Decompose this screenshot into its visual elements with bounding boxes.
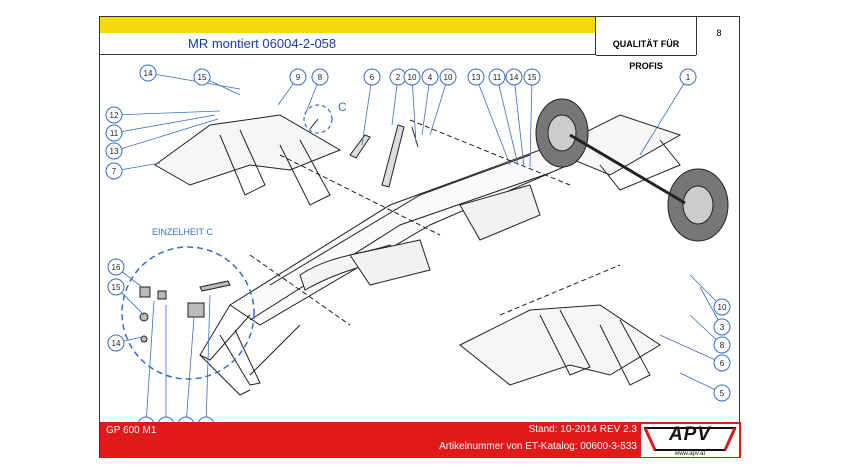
callout-leader xyxy=(475,76,511,166)
callout-bubble xyxy=(289,68,307,86)
detail-c-parts xyxy=(139,280,231,343)
callout-bubble xyxy=(105,162,123,180)
callout-leader xyxy=(429,76,449,136)
callout-number: 2 xyxy=(396,73,401,82)
callout-bubble xyxy=(363,68,381,86)
callout-number: 8 xyxy=(318,73,323,82)
callout-leader xyxy=(361,76,373,146)
callout-bubble xyxy=(105,142,123,160)
header-yellow-band xyxy=(100,17,595,33)
callout-number: 14 xyxy=(510,73,519,82)
callout-number: 8 xyxy=(720,341,725,350)
callout-leader xyxy=(113,110,221,116)
callout-bubble xyxy=(193,68,211,86)
callout-bubble xyxy=(403,68,421,86)
header-blank-cell xyxy=(596,17,696,33)
callout-number: 13 xyxy=(110,147,119,156)
callout-bubble xyxy=(107,258,125,276)
footer-stand: Stand: 10-2014 REV 2.3 xyxy=(528,424,637,435)
callout-leader xyxy=(639,76,689,156)
parts-sheet: MR montiert 06004-2-058 QUALITÄT FÜR PRO… xyxy=(99,16,741,458)
callout-number: 14 xyxy=(112,339,121,348)
callout-bubble xyxy=(107,278,125,296)
callout-bubble xyxy=(139,64,157,82)
detail-c-title: EINZELHEIT C xyxy=(152,227,213,237)
callout-leader xyxy=(529,76,533,168)
callout-leader xyxy=(411,76,417,144)
callout-leader xyxy=(145,300,155,426)
callout-bubble xyxy=(421,68,439,86)
callout-layer: 14 15 12 11 13 7 9 8 6 2 10 4 10 13 11 14 15 1 10 3 8 6 5 16 15 1… xyxy=(105,64,731,434)
header-quality-slogan: QUALITÄT FÜR PROFIS xyxy=(596,33,696,71)
wheel-pair xyxy=(535,98,729,242)
callout-bubble xyxy=(488,68,506,86)
callout-bubble xyxy=(713,384,731,402)
callout-bubble xyxy=(713,298,731,316)
detail-c-marker-icon xyxy=(303,104,333,134)
footer-bar: GP 600 M1 Stand: 10-2014 REV 2.3 Artikel… xyxy=(100,422,741,458)
callout-leader xyxy=(496,76,519,166)
callout-bubble xyxy=(311,68,329,86)
callout-leader xyxy=(513,76,525,168)
callout-number: 9 xyxy=(296,73,301,82)
callout-number: 6 xyxy=(370,73,375,82)
callout-number: 5 xyxy=(720,389,725,398)
callout-bubble xyxy=(105,106,123,124)
callout-number: 15 xyxy=(198,73,207,82)
callout-number: 1 xyxy=(686,73,691,82)
apv-logo: APV www.apv.at xyxy=(641,424,739,457)
callout-number: 13 xyxy=(472,73,481,82)
callout-number: 10 xyxy=(718,303,727,312)
callout-leader xyxy=(205,294,211,426)
callout-number: 16 xyxy=(112,263,121,272)
logo-shape-icon xyxy=(643,427,737,451)
detail-c-outline xyxy=(121,246,255,380)
callout-number: 11 xyxy=(110,129,119,138)
logo-website: www.apv.at xyxy=(674,451,706,457)
callout-bubble xyxy=(105,124,123,142)
callout-leader xyxy=(113,118,219,152)
callout-number: 15 xyxy=(112,283,121,292)
callout-number: 10 xyxy=(408,73,417,82)
callout-number: 11 xyxy=(493,73,502,82)
detail-c-marker: C xyxy=(338,100,347,114)
callout-bubble xyxy=(713,336,731,354)
footer-article-number: Artikelnummer von ET-Katalog: 00600-3-53… xyxy=(439,441,637,452)
callout-bubble xyxy=(467,68,485,86)
callout-number: 7 xyxy=(112,167,117,176)
callout-bubble xyxy=(505,68,523,86)
callout-leader xyxy=(185,316,195,426)
callout-number: 12 xyxy=(110,111,119,120)
header-page-number: 8 xyxy=(696,17,741,55)
footer-model: GP 600 M1 xyxy=(106,425,157,436)
callout-number: 15 xyxy=(528,73,537,82)
header-divider xyxy=(595,17,596,55)
callout-number: 3 xyxy=(720,323,725,332)
callout-bubble xyxy=(713,318,731,336)
callout-leader xyxy=(659,334,723,364)
callout-number: 10 xyxy=(444,73,453,82)
callout-leader xyxy=(147,72,241,90)
callout-number: 6 xyxy=(720,359,725,368)
callout-bubble xyxy=(523,68,541,86)
chassis-frame xyxy=(154,114,682,396)
callout-bubble xyxy=(439,68,457,86)
callout-number: 14 xyxy=(144,69,153,78)
callout-bubble xyxy=(713,354,731,372)
callout-leader xyxy=(421,76,431,136)
callout-bubble xyxy=(679,68,697,86)
header-title: MR montiert 06004-2-058 xyxy=(100,33,595,55)
logo-brand: APV xyxy=(668,424,712,445)
callout-leader xyxy=(113,114,216,134)
callout-number: 4 xyxy=(428,73,433,82)
callout-bubble xyxy=(107,334,125,352)
